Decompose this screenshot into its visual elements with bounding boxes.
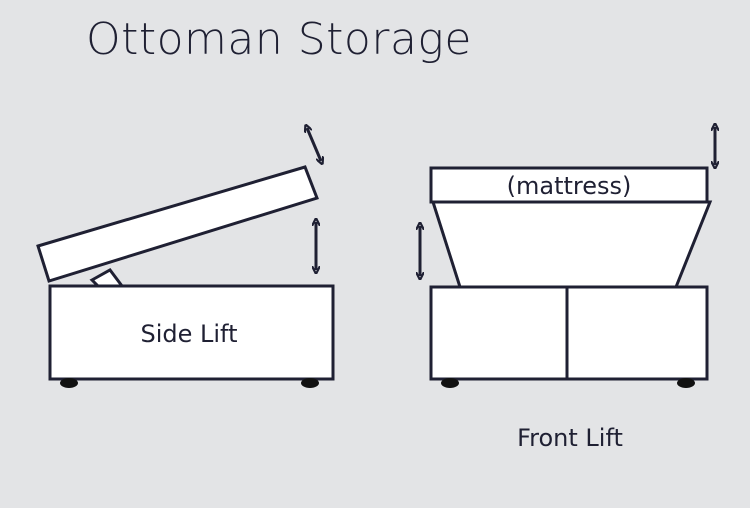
side-lift-support <box>89 268 125 288</box>
side-lift-base <box>48 284 335 381</box>
front-lift-diagram: (mattress) Front Lift <box>420 127 715 452</box>
wheel-icon <box>301 378 319 388</box>
side-lift-label: Side Lift <box>140 320 237 348</box>
front-lift-base <box>429 285 709 381</box>
front-lift-label: Front Lift <box>517 424 623 452</box>
lift-arrow-icon <box>307 128 321 161</box>
mattress-label: (mattress) <box>507 172 632 200</box>
wheel-icon <box>60 378 78 388</box>
wheel-icon <box>441 378 459 388</box>
side-lift-diagram: Side Lift <box>36 128 335 388</box>
wheel-icon <box>677 378 695 388</box>
front-lift-mattress <box>429 166 709 204</box>
page-title: Ottoman Storage <box>86 14 472 65</box>
side-lift-lid <box>36 165 319 283</box>
front-lift-frame <box>430 200 713 289</box>
